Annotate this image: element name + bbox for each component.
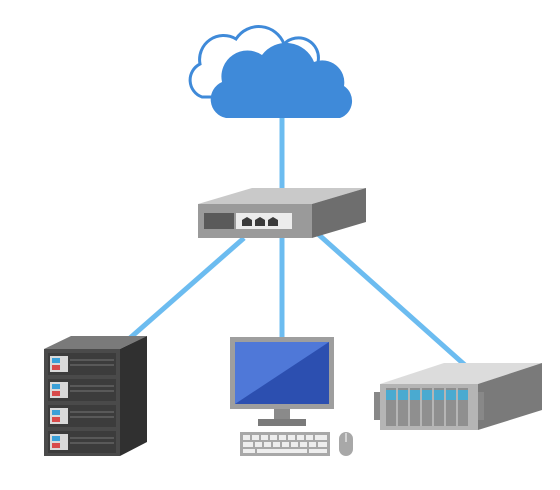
monitor-neck — [274, 409, 290, 419]
rack-server-icon — [44, 336, 147, 456]
link-switch-rack-server — [128, 236, 246, 340]
drive-bays — [386, 388, 468, 426]
mouse-icon — [339, 432, 353, 456]
link-switch-storage-server — [316, 232, 468, 368]
rack-server-units — [48, 353, 116, 453]
connection-links — [128, 118, 468, 368]
storage-handle-left — [374, 392, 380, 420]
storage-server-icon — [374, 363, 542, 430]
network-switch-icon — [198, 188, 366, 238]
keyboard-icon — [240, 432, 330, 456]
monitor-base — [258, 419, 306, 426]
storage-handle-right — [478, 392, 484, 420]
cloud-icon — [188, 25, 353, 119]
desktop-computer-icon — [230, 337, 353, 456]
